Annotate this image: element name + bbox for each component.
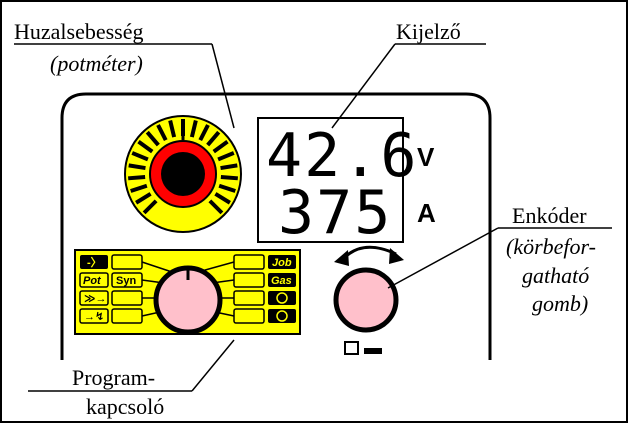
program-btn-left-1[interactable]: [80, 255, 108, 269]
program-title-1: Program-: [72, 365, 155, 390]
wire-speed-knob[interactable]: [124, 115, 242, 233]
knob-tick: [137, 140, 154, 154]
knob-tick: [145, 130, 160, 147]
program-btn-timer-1[interactable]: [268, 291, 296, 305]
voltage-unit: V: [417, 142, 435, 172]
program-btn-left-4[interactable]: [79, 308, 109, 324]
program-btn-right-2[interactable]: [233, 272, 265, 288]
knob-tick: [217, 151, 235, 162]
encoder-subtitle-1: (körbefor-: [506, 234, 596, 259]
wire-speed-subtitle: (potméter): [50, 51, 143, 76]
knob-tick: [189, 120, 198, 138]
double-arrow-icon: [340, 245, 397, 262]
program-btn-mid-1[interactable]: [111, 254, 143, 270]
encoder-knob[interactable]: [333, 267, 399, 333]
wire-speed-title: Huzalsebesség: [14, 19, 144, 44]
program-btn-right-3[interactable]: [233, 290, 265, 306]
voltage-readout: 42.6: [266, 121, 419, 191]
knob-tick: [128, 174, 146, 181]
arrow-head-left: [334, 250, 349, 266]
arrow-head-right: [389, 248, 404, 264]
torch-icon: ≫→: [84, 293, 107, 305]
encoder-group: [333, 245, 404, 355]
gas-label: Gas: [271, 275, 292, 287]
knob-tick: [135, 192, 152, 205]
program-selector-panel: -〉 Pot ≫→ →↯ Syn Job Gas: [74, 249, 301, 335]
knob-tick: [208, 199, 224, 215]
knob-tick: [212, 140, 229, 154]
knob-tick: [131, 151, 149, 162]
current-readout: 375: [278, 178, 392, 248]
knob-tick: [128, 163, 146, 171]
knob-tick: [214, 192, 231, 205]
program-btn-left-3[interactable]: [79, 290, 109, 306]
knob-tick: [156, 124, 168, 142]
knob-tick: [130, 183, 148, 193]
leader-lines: [14, 43, 612, 392]
square-icon: [344, 341, 359, 355]
program-btn-right-1[interactable]: [233, 254, 265, 270]
program-btn-job[interactable]: [268, 255, 296, 269]
front-panel: [60, 92, 492, 360]
arc-icon: →↯: [84, 311, 104, 323]
knob-tick: [142, 199, 158, 215]
knob-tick: [220, 174, 238, 181]
pot-label: Pot: [83, 275, 102, 287]
current-unit: A: [417, 198, 436, 228]
knob-scale-ticks: [128, 119, 238, 215]
syn-label: Syn: [116, 275, 136, 287]
knob-tick: [218, 183, 236, 193]
wire-feed-icon: -〉: [87, 256, 102, 269]
program-btn-mid-3[interactable]: [111, 290, 143, 306]
encoder-title: Enkóder: [512, 203, 587, 228]
program-btn-timer-2[interactable]: [268, 309, 296, 323]
knob-tick: [198, 124, 210, 142]
knob-tick: [206, 130, 221, 147]
bar-icon: [364, 348, 382, 354]
program-btn-mid-4[interactable]: [111, 308, 143, 324]
knob-tick: [220, 163, 238, 171]
knob-tick: [168, 120, 177, 138]
display-frame: [257, 117, 404, 243]
display-panel: 42.6 375 V A: [257, 117, 436, 248]
program-btn-gas[interactable]: [268, 273, 296, 287]
program-btn-right-4[interactable]: [233, 308, 265, 324]
clock-icon: [276, 310, 288, 322]
encoder-subtitle-3: gomb): [532, 291, 588, 316]
program-btn-pot[interactable]: [79, 272, 109, 288]
encoder-subtitle-2: gatható: [522, 263, 589, 288]
display-title: Kijelző: [396, 19, 461, 44]
clock-icon: [276, 292, 288, 304]
job-label: Job: [272, 257, 292, 269]
program-title-2: kapcsoló: [86, 394, 164, 419]
